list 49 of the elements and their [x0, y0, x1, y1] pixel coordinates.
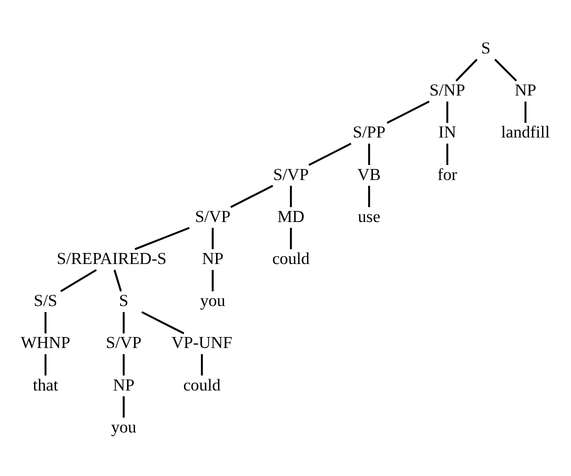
connector — [290, 227, 292, 249]
node-text: S/VP — [106, 332, 142, 352]
node-text: S — [119, 290, 128, 310]
node-text: landfill — [501, 122, 550, 142]
connector — [212, 269, 214, 291]
connector — [524, 101, 526, 122]
node-text: S/REPAIRED-S — [56, 248, 167, 268]
node-text: use — [358, 206, 380, 226]
node-text: could — [183, 374, 221, 394]
connector — [368, 143, 370, 164]
connector — [290, 185, 292, 207]
connector — [122, 354, 125, 375]
node-text: MD — [277, 206, 304, 226]
node-text: you — [200, 290, 226, 310]
connector — [446, 143, 448, 164]
connector — [386, 100, 430, 124]
node-text: S/VP — [273, 164, 309, 184]
connector — [200, 354, 203, 375]
node-text: NP — [112, 374, 134, 394]
connector — [212, 227, 214, 249]
connector — [446, 101, 448, 122]
connector — [494, 58, 518, 81]
connector — [122, 312, 125, 333]
node-text: S/VP — [194, 206, 230, 226]
connector — [455, 58, 478, 81]
connector — [230, 184, 274, 208]
connector — [122, 396, 125, 418]
connector — [60, 268, 97, 292]
node-text: S/PP — [352, 122, 386, 142]
node-text: that — [32, 374, 58, 394]
connector — [134, 226, 190, 250]
node-text: S/S — [34, 290, 58, 310]
node-text: VP-UNF — [172, 332, 232, 352]
connector — [114, 269, 122, 292]
connector — [308, 142, 352, 166]
node-text: VB — [357, 164, 381, 184]
connector — [44, 312, 46, 333]
node-text: NP — [202, 248, 224, 268]
node-text: NP — [514, 80, 536, 100]
connector — [141, 310, 184, 334]
connector — [44, 354, 46, 375]
node-text: S — [481, 38, 490, 57]
connector — [368, 185, 370, 207]
node-text: WHNP — [20, 332, 70, 352]
node-text: S/NP — [430, 80, 466, 100]
node-text: you — [111, 416, 136, 436]
node-text: IN — [438, 122, 456, 142]
node-text: for — [437, 164, 458, 184]
node-text: could — [272, 248, 310, 268]
